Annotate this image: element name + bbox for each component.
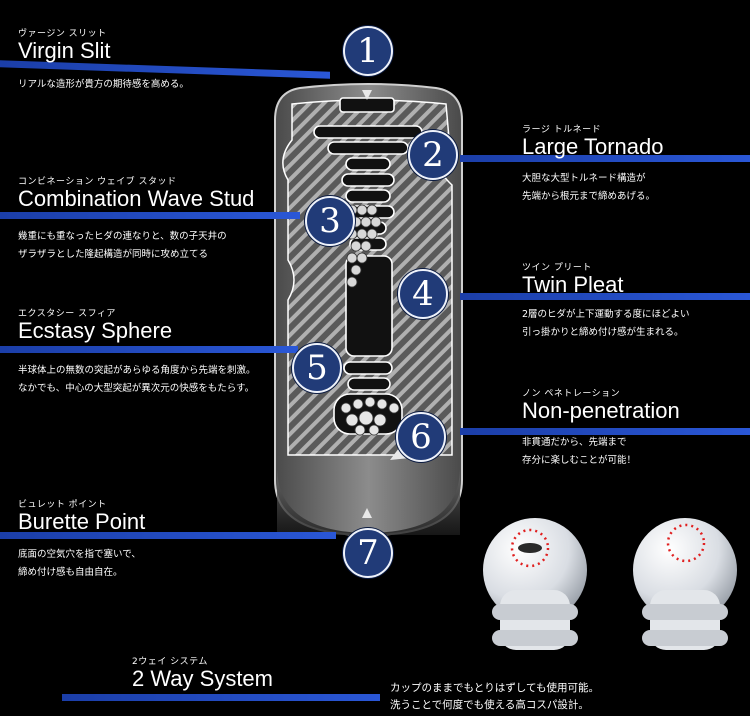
feature-burette-point: ビュレット ポイント Burette Point <box>18 497 145 534</box>
feature-twin-pleat: ツイン プリート Twin Pleat <box>522 260 624 297</box>
feature-description: 半球体上の無数の突起があらゆる角度から先端を刺激。 なかでも、中心の大型突起が異… <box>18 362 256 398</box>
feature-ruby: 2ウェイ システム <box>132 657 208 667</box>
feature-description: 底面の空気穴を指で塞いで、 締め付け感も自由自在。 <box>18 546 141 582</box>
feature-combination-wave-stud: コンビネーション ウェイブ スタッド Combination Wave Stud <box>18 174 254 211</box>
description-line: 非貫通だから、先端まで <box>522 437 627 448</box>
description-line: 存分に楽しむことが可能！ <box>522 455 637 466</box>
cup-cap-top-dotted-photo <box>483 518 587 650</box>
feature-title: Twin Pleat <box>522 272 624 297</box>
description-line: 締め付け感も自由自在。 <box>18 567 123 578</box>
feature-title: Large Tornado <box>522 134 664 159</box>
feature-description: リアルな造形が貴方の期待感を高める。 <box>18 76 189 94</box>
feature-ruby: ビュレット ポイント <box>18 500 107 510</box>
description-line: リアルな造形が貴方の期待感を高める。 <box>18 79 189 90</box>
feature-ecstasy-sphere: エクスタシー スフィア Ecstasy Sphere <box>18 306 172 343</box>
connector-bar-6 <box>460 428 750 435</box>
feature-number-badge-1: 1 <box>343 26 393 76</box>
feature-title: 2 Way System <box>132 666 273 691</box>
feature-description: 幾重にも重なったヒダの連なりと、数の子天井の ザラザラとした隆起構造が同時に攻め… <box>18 228 227 264</box>
feature-number-badge-2: 2 <box>408 130 458 180</box>
description-line: なかでも、中心の大型突起が異次元の快感をもたらす。 <box>18 383 255 394</box>
feature-number-badge-4: 4 <box>398 269 448 319</box>
description-line: 幾重にも重なったヒダの連なりと、数の子天井の <box>18 231 227 242</box>
description-line: 半球体上の無数の突起があらゆる角度から先端を刺激。 <box>18 365 256 376</box>
description-line: 大胆な大型トルネード構造が <box>522 173 646 184</box>
connector-bar-4 <box>460 293 750 300</box>
feature-title: Virgin Slit <box>18 38 111 63</box>
feature-number-badge-7: 7 <box>343 528 393 578</box>
description-line: カップのままでもとりはずしても使用可能。 <box>390 682 599 694</box>
feature-large-tornado: ラージ トルネード Large Tornado <box>522 122 664 159</box>
two-way-description: カップのままでもとりはずしても使用可能。 洗うことで何度でも使える高コスパ設計。 <box>390 680 599 714</box>
description-line: 底面の空気穴を指で塞いで、 <box>18 549 141 560</box>
feature-title: Burette Point <box>18 509 146 534</box>
feature-ruby: エクスタシー スフィア <box>18 309 116 319</box>
feature-number-badge-5: 5 <box>292 343 342 393</box>
connector-bar-2 <box>460 155 750 162</box>
feature-ruby: ツイン プリート <box>522 263 592 273</box>
feature-title: Ecstasy Sphere <box>18 318 173 343</box>
cup-cap-bottom-dotted-photo <box>633 518 737 650</box>
feature-ruby: ノン ペネトレーション <box>522 389 621 399</box>
description-line: 2層のヒダが上下運動する度にほどよい <box>522 309 690 320</box>
description-line: 引っ掛かりと締め付け感が生まれる。 <box>522 327 684 338</box>
feature-ruby: コンビネーション ウェイブ スタッド <box>18 177 177 187</box>
feature-number-badge-3: 3 <box>305 196 355 246</box>
feature-two-way-system: 2ウェイ システム 2 Way System <box>132 654 273 691</box>
feature-ruby: ラージ トルネード <box>522 125 602 135</box>
feature-description: 2層のヒダが上下運動する度にほどよい 引っ掛かりと締め付け感が生まれる。 <box>522 306 690 342</box>
feature-title: Combination Wave Stud <box>18 186 255 211</box>
connector-bar-5 <box>0 346 298 353</box>
description-line: ザラザラとした隆起構造が同時に攻め立てる <box>18 249 209 260</box>
feature-number-badge-6: 6 <box>396 412 446 462</box>
feature-description: 大胆な大型トルネード構造が 先端から根元まで締めあげる。 <box>522 170 655 206</box>
connector-bar-two-way <box>62 694 380 701</box>
description-line: 洗うことで何度でも使える高コスパ設計。 <box>390 699 589 711</box>
feature-virgin-slit: ヴァージン スリット Virgin Slit <box>18 26 111 63</box>
feature-ruby: ヴァージン スリット <box>18 29 107 39</box>
connector-bar-3 <box>0 212 300 219</box>
feature-title: Non-penetration <box>522 398 680 423</box>
feature-description: 非貫通だから、先端まで 存分に楽しむことが可能！ <box>522 434 636 470</box>
feature-non-penetration: ノン ペネトレーション Non-penetration <box>522 386 680 423</box>
description-line: 先端から根元まで締めあげる。 <box>522 191 656 202</box>
connector-bar-7 <box>0 532 336 539</box>
